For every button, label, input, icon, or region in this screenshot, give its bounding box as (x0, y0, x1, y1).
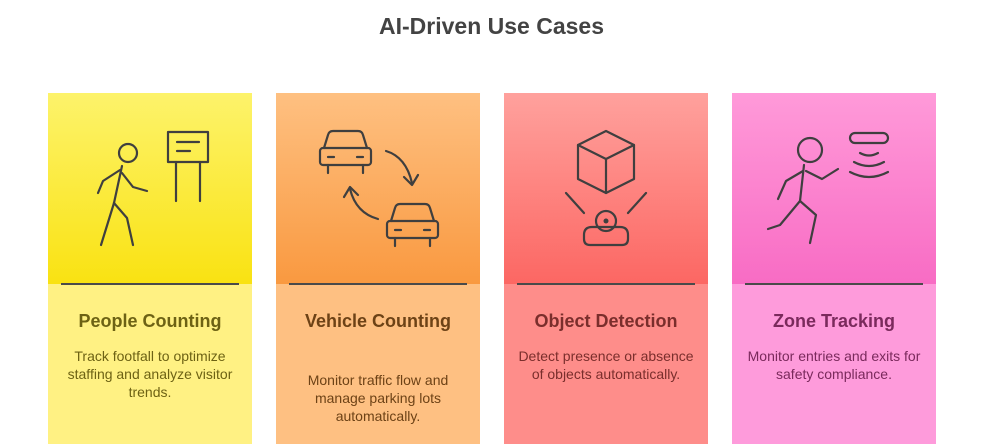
card-description: Monitor traffic flow and manage parking … (307, 372, 449, 424)
card-heading: Vehicle Counting (304, 311, 451, 331)
cars-cycle-icon (298, 117, 458, 257)
card-divider (61, 283, 239, 285)
card-divider (745, 283, 923, 285)
card-heading: Zone Tracking (772, 311, 896, 331)
card-text-panel (732, 284, 936, 444)
card-description: Track footfall to optimize staffing and … (67, 348, 233, 400)
card-divider (289, 283, 467, 285)
cube-scanner-icon (526, 117, 686, 257)
card-people-counting: People Counting Track footfall to optimi… (48, 93, 252, 444)
card-text-panel (48, 284, 252, 444)
card-heading: Object Detection (534, 311, 678, 331)
person-sensor-icon (754, 117, 914, 257)
card-zone-tracking: Zone Tracking Monitor entries and exits … (732, 93, 936, 444)
card-description: Detect presence or absence of objects au… (518, 348, 694, 382)
card-text-panel (504, 284, 708, 444)
card-icon-panel (48, 93, 252, 284)
card-icon-panel (732, 93, 936, 284)
card-icon-panel (276, 93, 480, 284)
card-heading: People Counting (78, 311, 222, 331)
card-text-panel (276, 284, 480, 444)
card-vehicle-counting: Vehicle Counting Monitor traffic flow an… (276, 93, 480, 444)
page-title: AI-Driven Use Cases (379, 13, 604, 39)
person-walking-gate-icon (70, 117, 230, 257)
card-divider (517, 283, 695, 285)
card-object-detection: Object Detection Detect presence or abse… (504, 93, 708, 444)
card-description: Monitor entries and exits for safety com… (747, 348, 921, 382)
